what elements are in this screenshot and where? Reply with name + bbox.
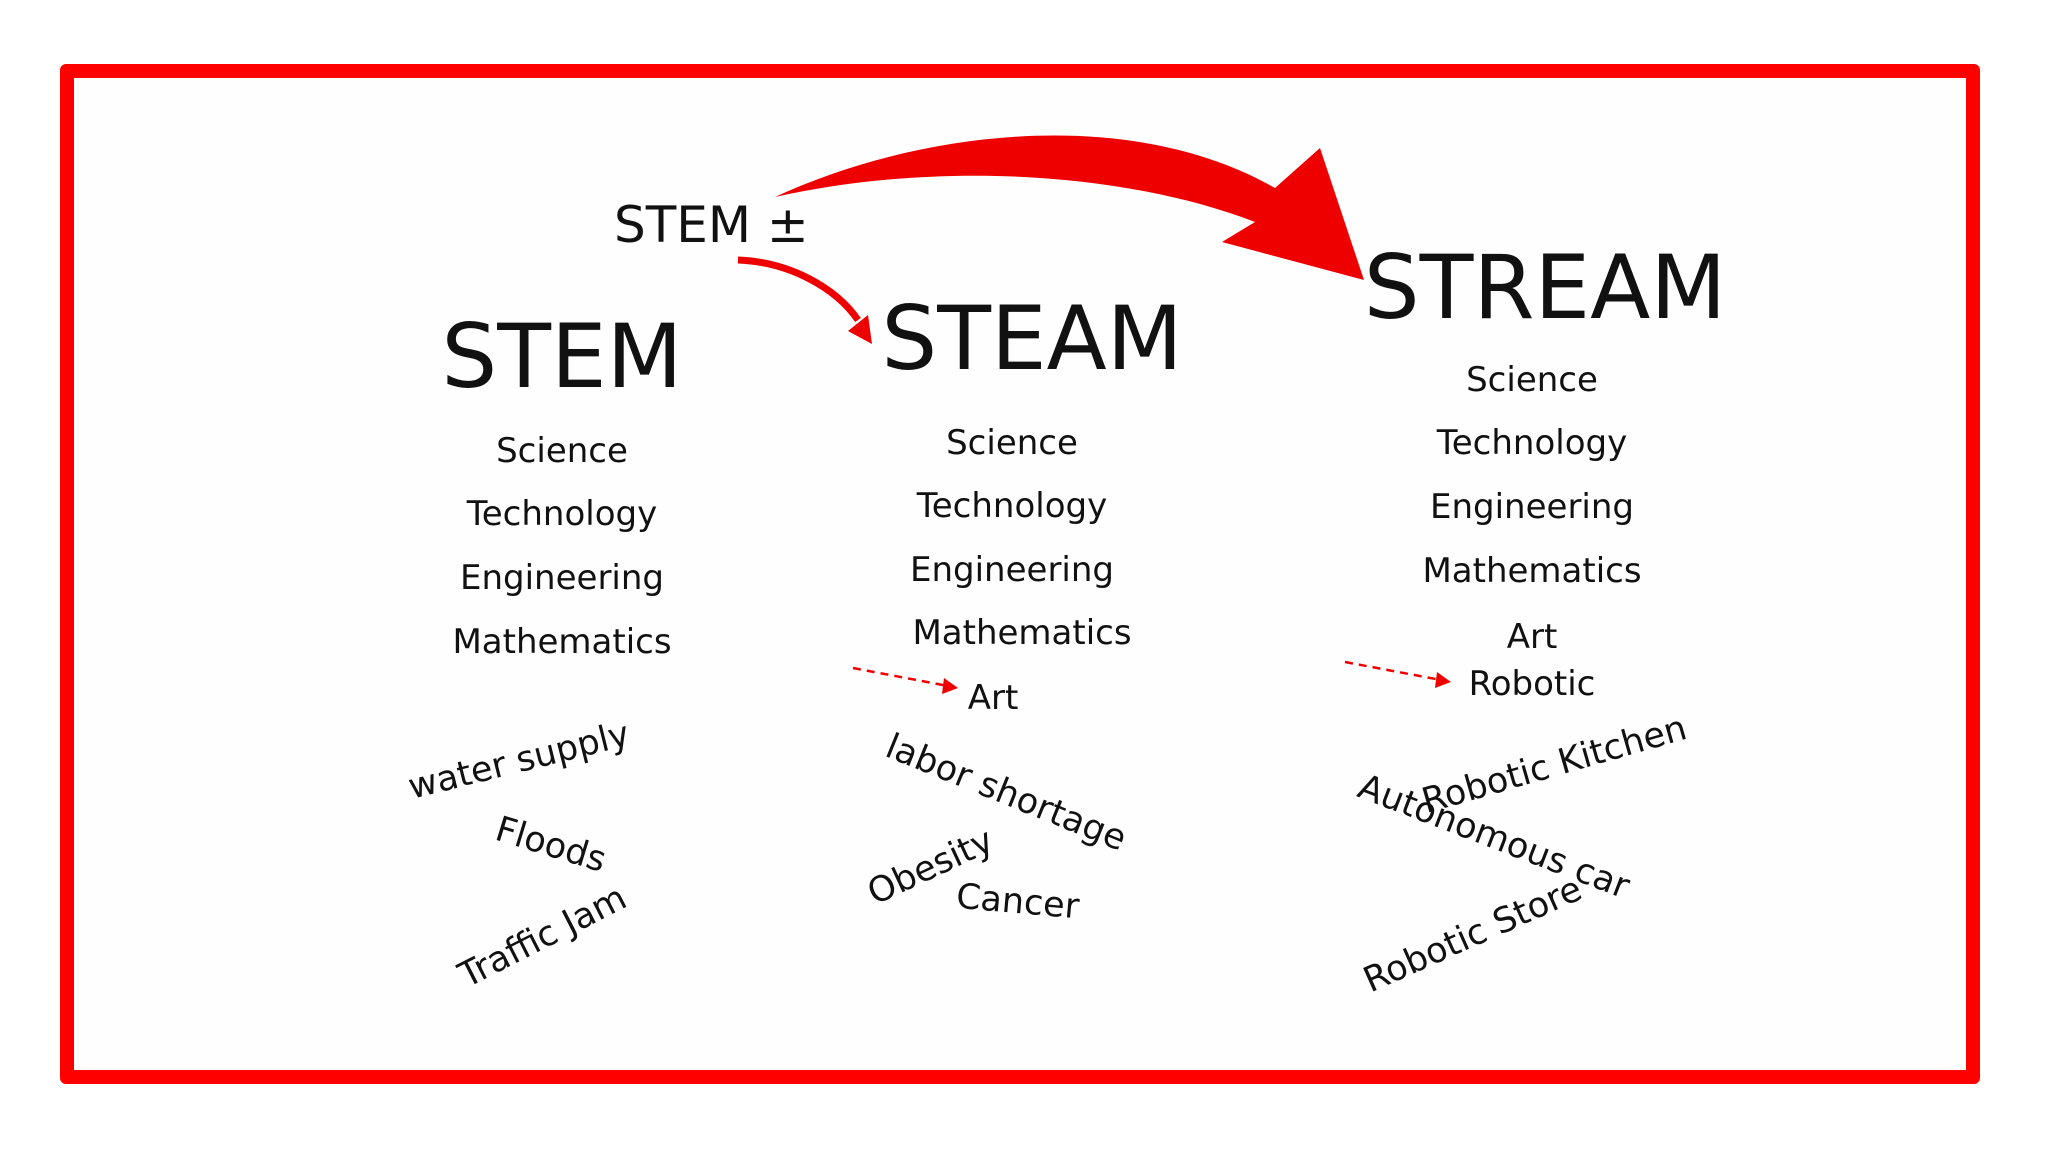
- stem-item-science: Science: [496, 431, 628, 471]
- stream-item-art: Art: [1506, 617, 1558, 657]
- steam-title: STEAM: [881, 287, 1183, 390]
- stem-item-mathematics: Mathematics: [452, 622, 672, 662]
- stem-item-technology: Technology: [466, 494, 658, 534]
- small-curved-arrow-icon: [737, 256, 861, 323]
- red-border-frame: [60, 64, 1980, 1084]
- steam-item-technology: Technology: [916, 486, 1108, 526]
- stream-title: STREAM: [1363, 236, 1727, 339]
- small-arrow-head-icon: [848, 315, 872, 344]
- steam-item-mathematics: Mathematics: [912, 613, 1132, 653]
- stream-item-robotic: Robotic: [1468, 664, 1596, 704]
- stream-item-technology: Technology: [1436, 423, 1628, 463]
- steam-item-engineering: Engineering: [910, 550, 1114, 590]
- stream-item-mathematics: Mathematics: [1422, 551, 1642, 591]
- dashed-arrow-robotic-icon: [1344, 660, 1442, 682]
- dashed-arrow-art-icon: [852, 666, 949, 688]
- stem-plus-minus-label: STEM ±: [614, 196, 809, 254]
- stream-item-engineering: Engineering: [1430, 487, 1634, 527]
- dashed-arrow-art-head-icon: [942, 678, 958, 694]
- stem-title: STEM: [441, 305, 683, 408]
- stem-item-engineering: Engineering: [460, 558, 664, 598]
- steam-item-science: Science: [946, 423, 1078, 463]
- steam-item-art: Art: [967, 678, 1019, 718]
- stream-item-science: Science: [1466, 360, 1598, 400]
- dashed-arrow-robotic-head-icon: [1435, 672, 1451, 688]
- big-curved-arrow-icon: [775, 135, 1364, 280]
